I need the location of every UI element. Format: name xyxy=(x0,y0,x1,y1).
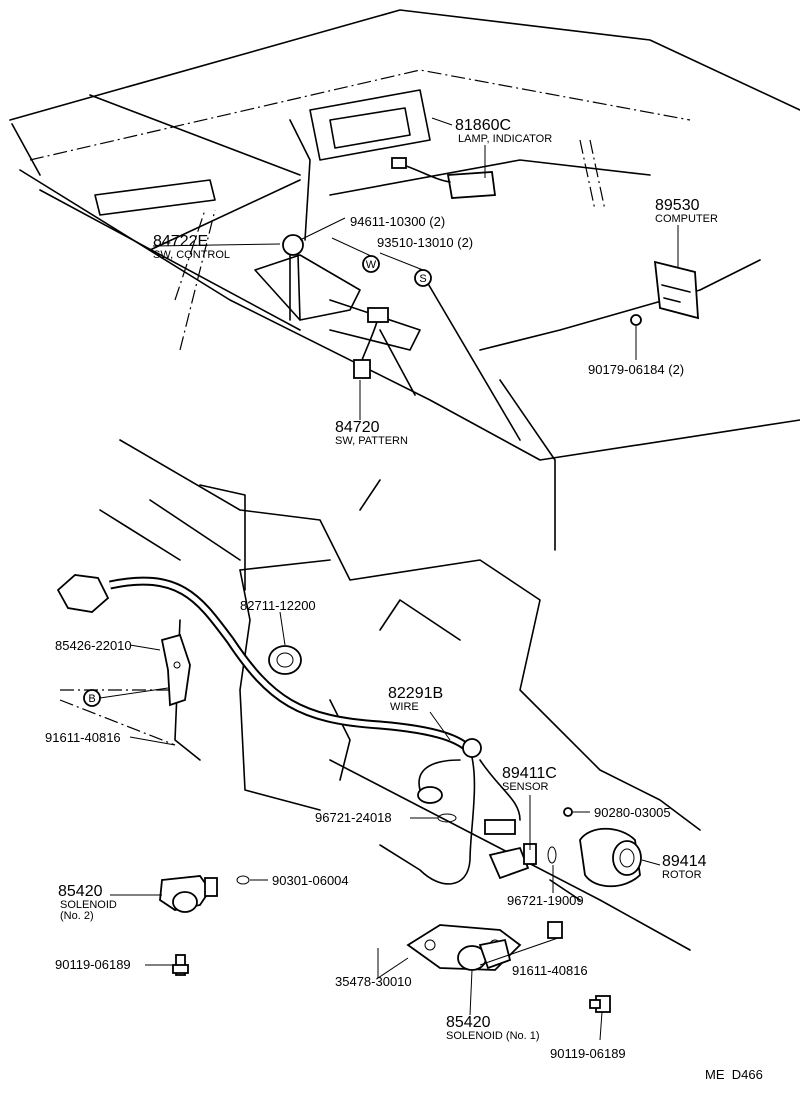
marker-s-text: S xyxy=(419,273,426,285)
part-number: 82291B xyxy=(388,685,443,702)
label-90301: 90301-06004 xyxy=(272,873,349,888)
label-85420-no2: 85420 SOLENOID (No. 2) xyxy=(58,883,117,922)
part-number: 89530 xyxy=(655,197,700,214)
part-name: SW, PATTERN xyxy=(335,435,408,447)
label-81860c: 81860C LAMP, INDICATOR xyxy=(455,117,552,145)
label-89414: 89414 ROTOR xyxy=(662,853,707,881)
part-name: COMPUTER xyxy=(655,213,718,225)
label-96721a: 96721-24018 xyxy=(315,810,392,825)
part-name: SW, CONTROL xyxy=(153,249,230,261)
oring-96721b-shape xyxy=(547,846,557,864)
oring-90301-shape xyxy=(236,875,250,885)
leader-lines xyxy=(99,117,679,1041)
marker-w-text: W xyxy=(366,259,377,271)
computer-shape xyxy=(653,260,699,320)
indicator-lamp-shape xyxy=(391,157,497,199)
label-90179: 90179-06184 (2) xyxy=(588,362,684,377)
control-switch-shape xyxy=(282,234,304,321)
part-number: 89411C xyxy=(502,765,557,782)
solenoid-no1-shape xyxy=(457,938,512,971)
part-name: WIRE xyxy=(390,701,419,713)
marker-b-text: B xyxy=(88,693,95,705)
label-89530: 89530 COMPUTER xyxy=(655,197,718,225)
part-note: (No. 2) xyxy=(60,910,94,922)
part-number: 84720 xyxy=(335,419,380,436)
sensor-89411c-shape xyxy=(488,843,537,880)
label-91611a: 91611-40816 xyxy=(45,730,121,745)
screw-90280-shape xyxy=(563,807,573,817)
bolt-90119b-shape xyxy=(589,995,611,1013)
marker-b: B xyxy=(83,689,101,707)
label-93510: 93510-13010 (2) xyxy=(377,235,473,250)
dashboard-outline xyxy=(9,9,800,551)
label-90280: 90280-03005 xyxy=(594,805,671,820)
part-name: LAMP, INDICATOR xyxy=(458,133,552,145)
solenoid-no2-shape xyxy=(159,875,218,913)
part-name: SOLENOID xyxy=(60,899,117,911)
transmission-outline xyxy=(59,439,701,951)
label-96721b: 96721-19009 xyxy=(507,893,584,908)
label-84722e: 84722E SW, CONTROL xyxy=(153,233,230,261)
part-name: SENSOR xyxy=(502,781,549,793)
diagram-code: ME D466 xyxy=(705,1067,763,1082)
label-85426: 85426-22010 xyxy=(55,638,132,653)
bolt-90179-shape xyxy=(630,314,642,326)
part-number: 85420 xyxy=(446,1014,491,1031)
label-85420-no1: 85420 SOLENOID (No. 1) xyxy=(446,1014,540,1042)
label-82711: 82711-12200 xyxy=(240,598,316,613)
label-89411c: 89411C SENSOR xyxy=(502,765,557,793)
marker-s: S xyxy=(414,269,432,287)
label-91611b: 91611-40816 xyxy=(512,963,588,978)
label-35478: 35478-30010 xyxy=(335,974,412,989)
rotor-89414-shape xyxy=(579,827,642,888)
label-90119a: 90119-06189 xyxy=(55,957,131,972)
bracket-85426-shape xyxy=(160,633,191,707)
part-name: ROTOR xyxy=(662,869,702,881)
label-94611: 94611-10300 (2) xyxy=(350,214,445,229)
part-number: 89414 xyxy=(662,853,707,870)
bolt-91611b-shape xyxy=(547,921,563,939)
part-number: 85420 xyxy=(58,883,103,900)
label-90119b: 90119-06189 xyxy=(550,1046,626,1061)
pattern-switch-shape xyxy=(353,307,389,379)
part-number: 84722E xyxy=(153,233,208,250)
label-82291b: 82291B WIRE xyxy=(388,685,443,713)
clamp-82711-shape xyxy=(268,645,302,675)
label-84720: 84720 SW, PATTERN xyxy=(335,419,408,447)
part-number: 81860C xyxy=(455,117,511,134)
part-name: SOLENOID (No. 1) xyxy=(446,1030,540,1042)
marker-w: W xyxy=(362,255,380,273)
wire-harness-shape xyxy=(56,574,521,885)
